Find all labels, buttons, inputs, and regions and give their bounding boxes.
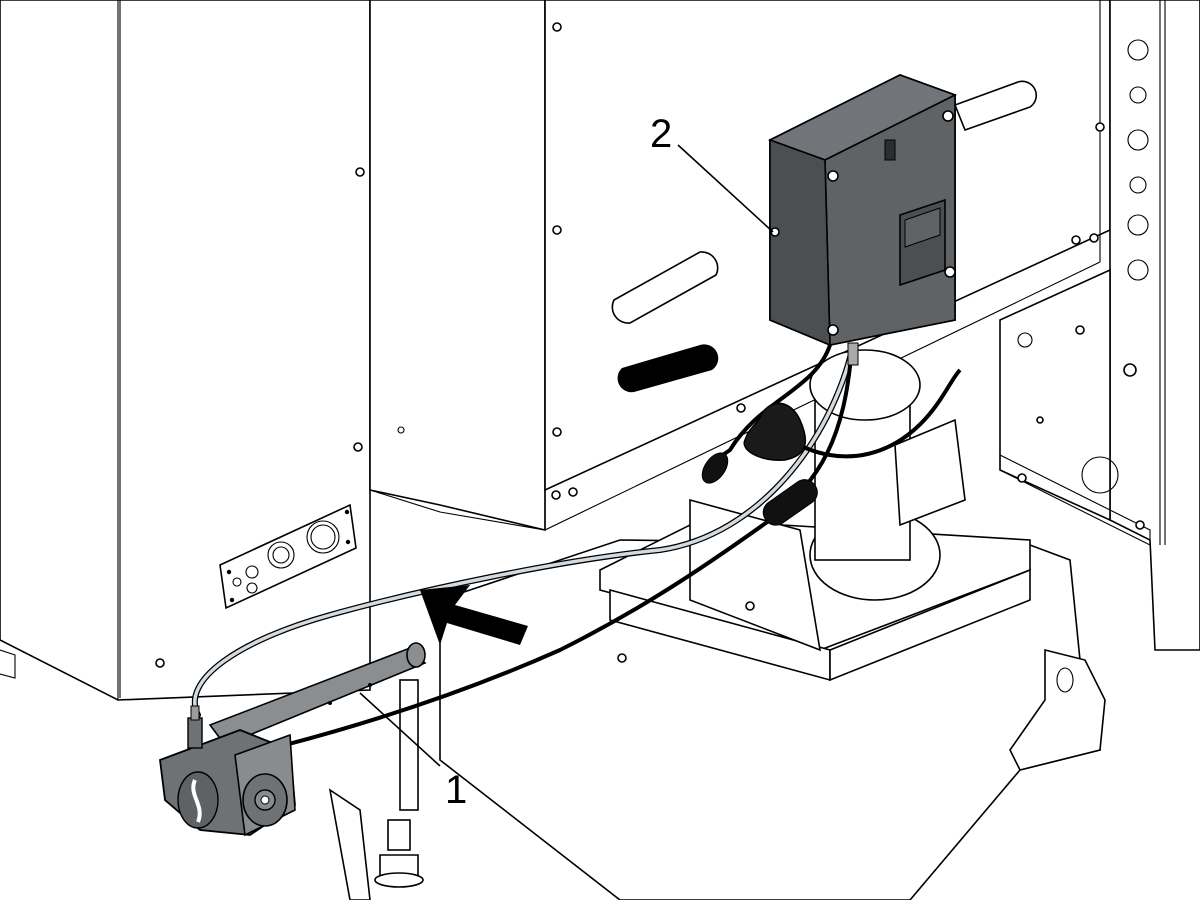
- connector-plate: [219, 503, 357, 610]
- burner-stand: [328, 349, 1106, 900]
- callout-2: 2: [650, 112, 774, 233]
- sensor-housing: [159, 705, 296, 837]
- left-cabinet: [0, 0, 371, 701]
- control-box: [767, 74, 958, 366]
- callout-label-2: 2: [650, 112, 672, 156]
- callout-1: 1: [359, 692, 467, 812]
- boiler-body: [369, 0, 1111, 532]
- bolt: [374, 819, 424, 888]
- bold-arrow-icon: [420, 585, 528, 645]
- cable-clip-small: [701, 452, 729, 484]
- cable-gland: [743, 402, 807, 461]
- cable-sleeve: [762, 479, 818, 526]
- right-side-panel: [999, 0, 1200, 651]
- callout-label-1: 1: [445, 768, 467, 812]
